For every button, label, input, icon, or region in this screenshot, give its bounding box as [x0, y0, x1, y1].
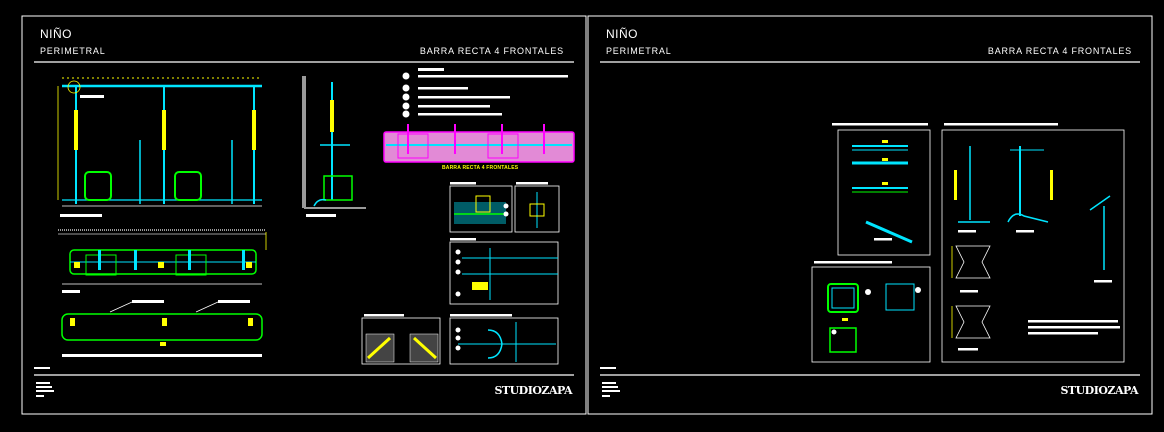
clamp-profiles	[951, 245, 991, 339]
detail-5	[455, 322, 556, 362]
detail-titles	[364, 182, 548, 317]
section-squares	[827, 283, 921, 353]
detail-4	[365, 333, 439, 363]
sheet-2-frame	[587, 15, 1153, 415]
plan-view	[58, 229, 267, 293]
side-section	[302, 76, 366, 217]
sheet-1-subtitle: PERIMETRAL	[40, 46, 106, 56]
counter-plan	[61, 300, 263, 357]
sheet-2-footer-notes	[600, 367, 620, 397]
bar-plan-band	[383, 124, 575, 163]
detail-boxes	[361, 185, 560, 365]
sheet-1-frame	[21, 15, 587, 415]
detail-3	[455, 248, 558, 300]
sheet-2-logo: STUDIOZAPA	[1060, 384, 1138, 397]
sheet-2-subtitle: PERIMETRAL	[606, 46, 672, 56]
callout-legend	[402, 68, 568, 118]
front-elevation	[57, 77, 262, 217]
sheet-2-panels	[811, 129, 1125, 363]
sheet-1-logo: STUDIOZAPA	[494, 384, 572, 397]
sheet-2-title: NIÑO	[606, 27, 638, 41]
detail-1	[454, 192, 545, 228]
sheet-2-notes	[958, 290, 1120, 351]
sheet-2-product: BARRA RECTA 4 FRONTALES	[987, 46, 1132, 56]
sheet-2-panel-titles	[814, 123, 1058, 264]
sheet-1-title: NIÑO	[40, 27, 72, 41]
profile-details	[852, 140, 913, 244]
bar-plan-band-label: BARRA RECTA 4 FRONTALES	[442, 165, 519, 171]
sheet-1-footer-notes	[34, 367, 54, 397]
support-elevations	[954, 146, 1112, 283]
sheet-1-product: BARRA RECTA 4 FRONTALES	[419, 46, 564, 56]
